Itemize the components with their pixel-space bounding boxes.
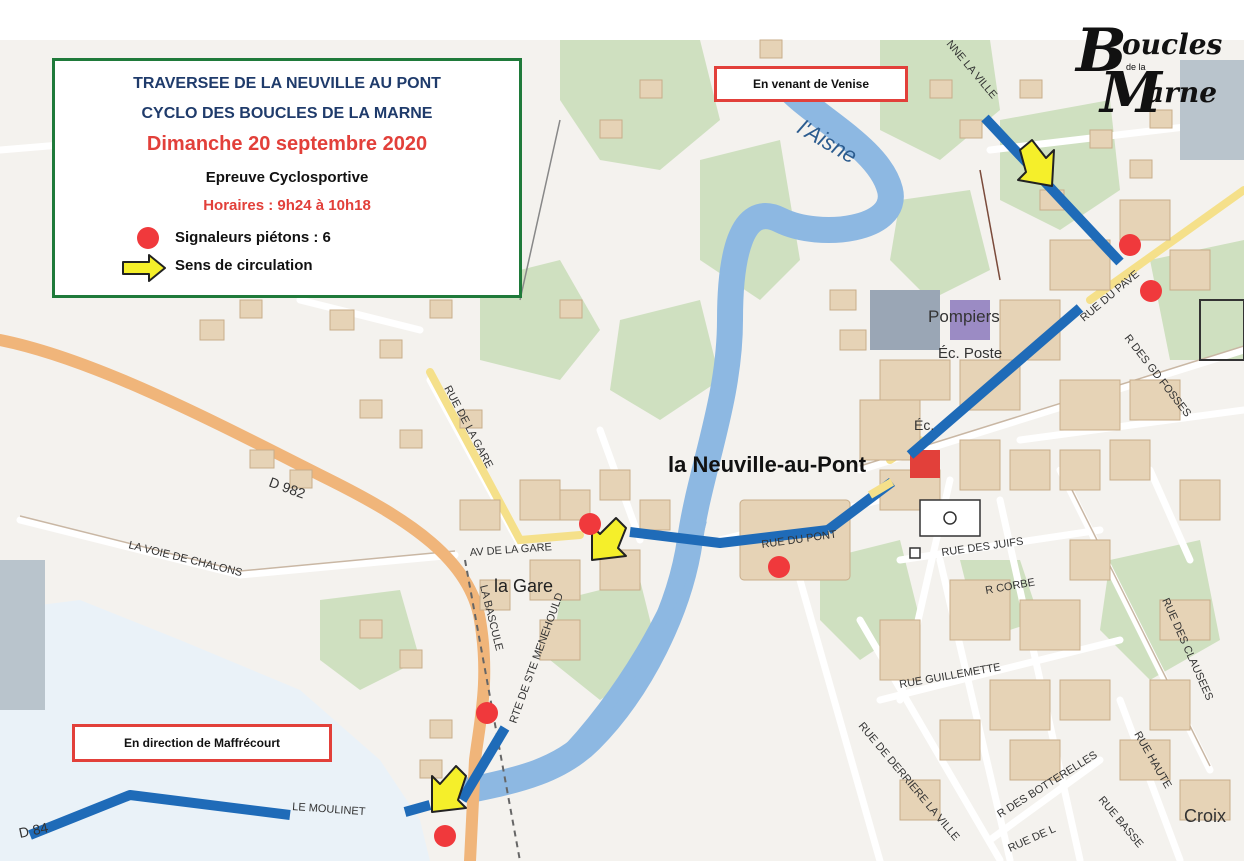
croix-label: Croix: [1184, 806, 1226, 826]
marshal-point: [1140, 280, 1162, 302]
legend-date: Dimanche 20 septembre 2020: [146, 133, 428, 155]
grey-industrial: [1180, 60, 1244, 160]
ec-poste-label: Éc. Poste: [938, 345, 1002, 362]
marshal-point: [768, 556, 790, 578]
logo-small-text: de la: [1126, 62, 1146, 72]
direction-arrows: [431, 139, 1055, 813]
monument-circle: [943, 511, 957, 525]
top-margin: [0, 0, 1244, 40]
marshal-point: [579, 513, 601, 535]
arrow-gare: [591, 517, 627, 561]
gare-label: la Gare: [494, 576, 553, 596]
pompiers-building: [870, 290, 940, 350]
grey-block: [0, 560, 45, 710]
legend-event-type: Epreuve Cyclosportive: [205, 169, 369, 186]
arrow-moulinet: [431, 765, 467, 813]
logo-letter-b: B: [1076, 16, 1127, 86]
arrow-venise: [1017, 139, 1055, 187]
d84-label: D 84: [17, 819, 49, 841]
legend-box: TRAVERSEE DE LA NEUVILLE AU PONT CYCLO D…: [52, 58, 522, 298]
railway: [464, 559, 521, 861]
callout-from-venise-text: En venant de Venise: [752, 77, 870, 91]
logo-word-oucles: oucles: [1122, 28, 1223, 61]
river-aisne: [457, 77, 904, 803]
marshal-legend-icon: [137, 227, 159, 249]
marshal-point: [434, 825, 456, 847]
boucles-marne-logo: B oucles de la M arne: [1076, 10, 1226, 126]
small-square: [909, 547, 921, 559]
town-label: la Neuville-au-Pont: [668, 452, 867, 477]
track-east: [979, 169, 1001, 281]
buildings: [199, 39, 1231, 821]
legend-title-line1: TRAVERSEE DE LA NEUVILLE AU PONT: [133, 75, 441, 92]
road-d982: [0, 334, 491, 861]
legend-marshals: Signaleurs piétons : 6: [175, 229, 331, 246]
marshal-points: [434, 234, 1162, 847]
marshal-point: [476, 702, 498, 724]
callout-to-maffrecourt: En direction de Maffrécourt: [72, 724, 332, 762]
track-north: [519, 119, 561, 301]
callout-from-venise: En venant de Venise: [714, 66, 908, 102]
callout-to-maffrecourt-text: En direction de Maffrécourt: [123, 736, 281, 750]
ec-label: Éc.: [914, 417, 934, 433]
legend-title-line2: CYCLO DES BOUCLES DE LA MARNE: [141, 105, 433, 122]
legend-direction: Sens de circulation: [175, 257, 313, 274]
av-de-la-gare-label: AV DE LA GARE: [469, 541, 552, 559]
poste-building: [950, 300, 990, 340]
route-connector: [867, 478, 895, 499]
arrow-legend-icon: [122, 254, 166, 282]
river-branch: [555, 518, 707, 765]
le-moulinet-label: LE MOULINET: [292, 801, 366, 818]
monument-building: [919, 499, 981, 537]
marshal-point: [1119, 234, 1141, 256]
legend-hours: Horaires : 9h24 à 10h18: [203, 197, 371, 214]
logo-letter-m: M: [1100, 60, 1162, 126]
outlined-building: [1199, 299, 1244, 361]
pompiers-label: Pompiers: [928, 307, 1000, 326]
logo-word-arne: arne: [1146, 76, 1218, 109]
